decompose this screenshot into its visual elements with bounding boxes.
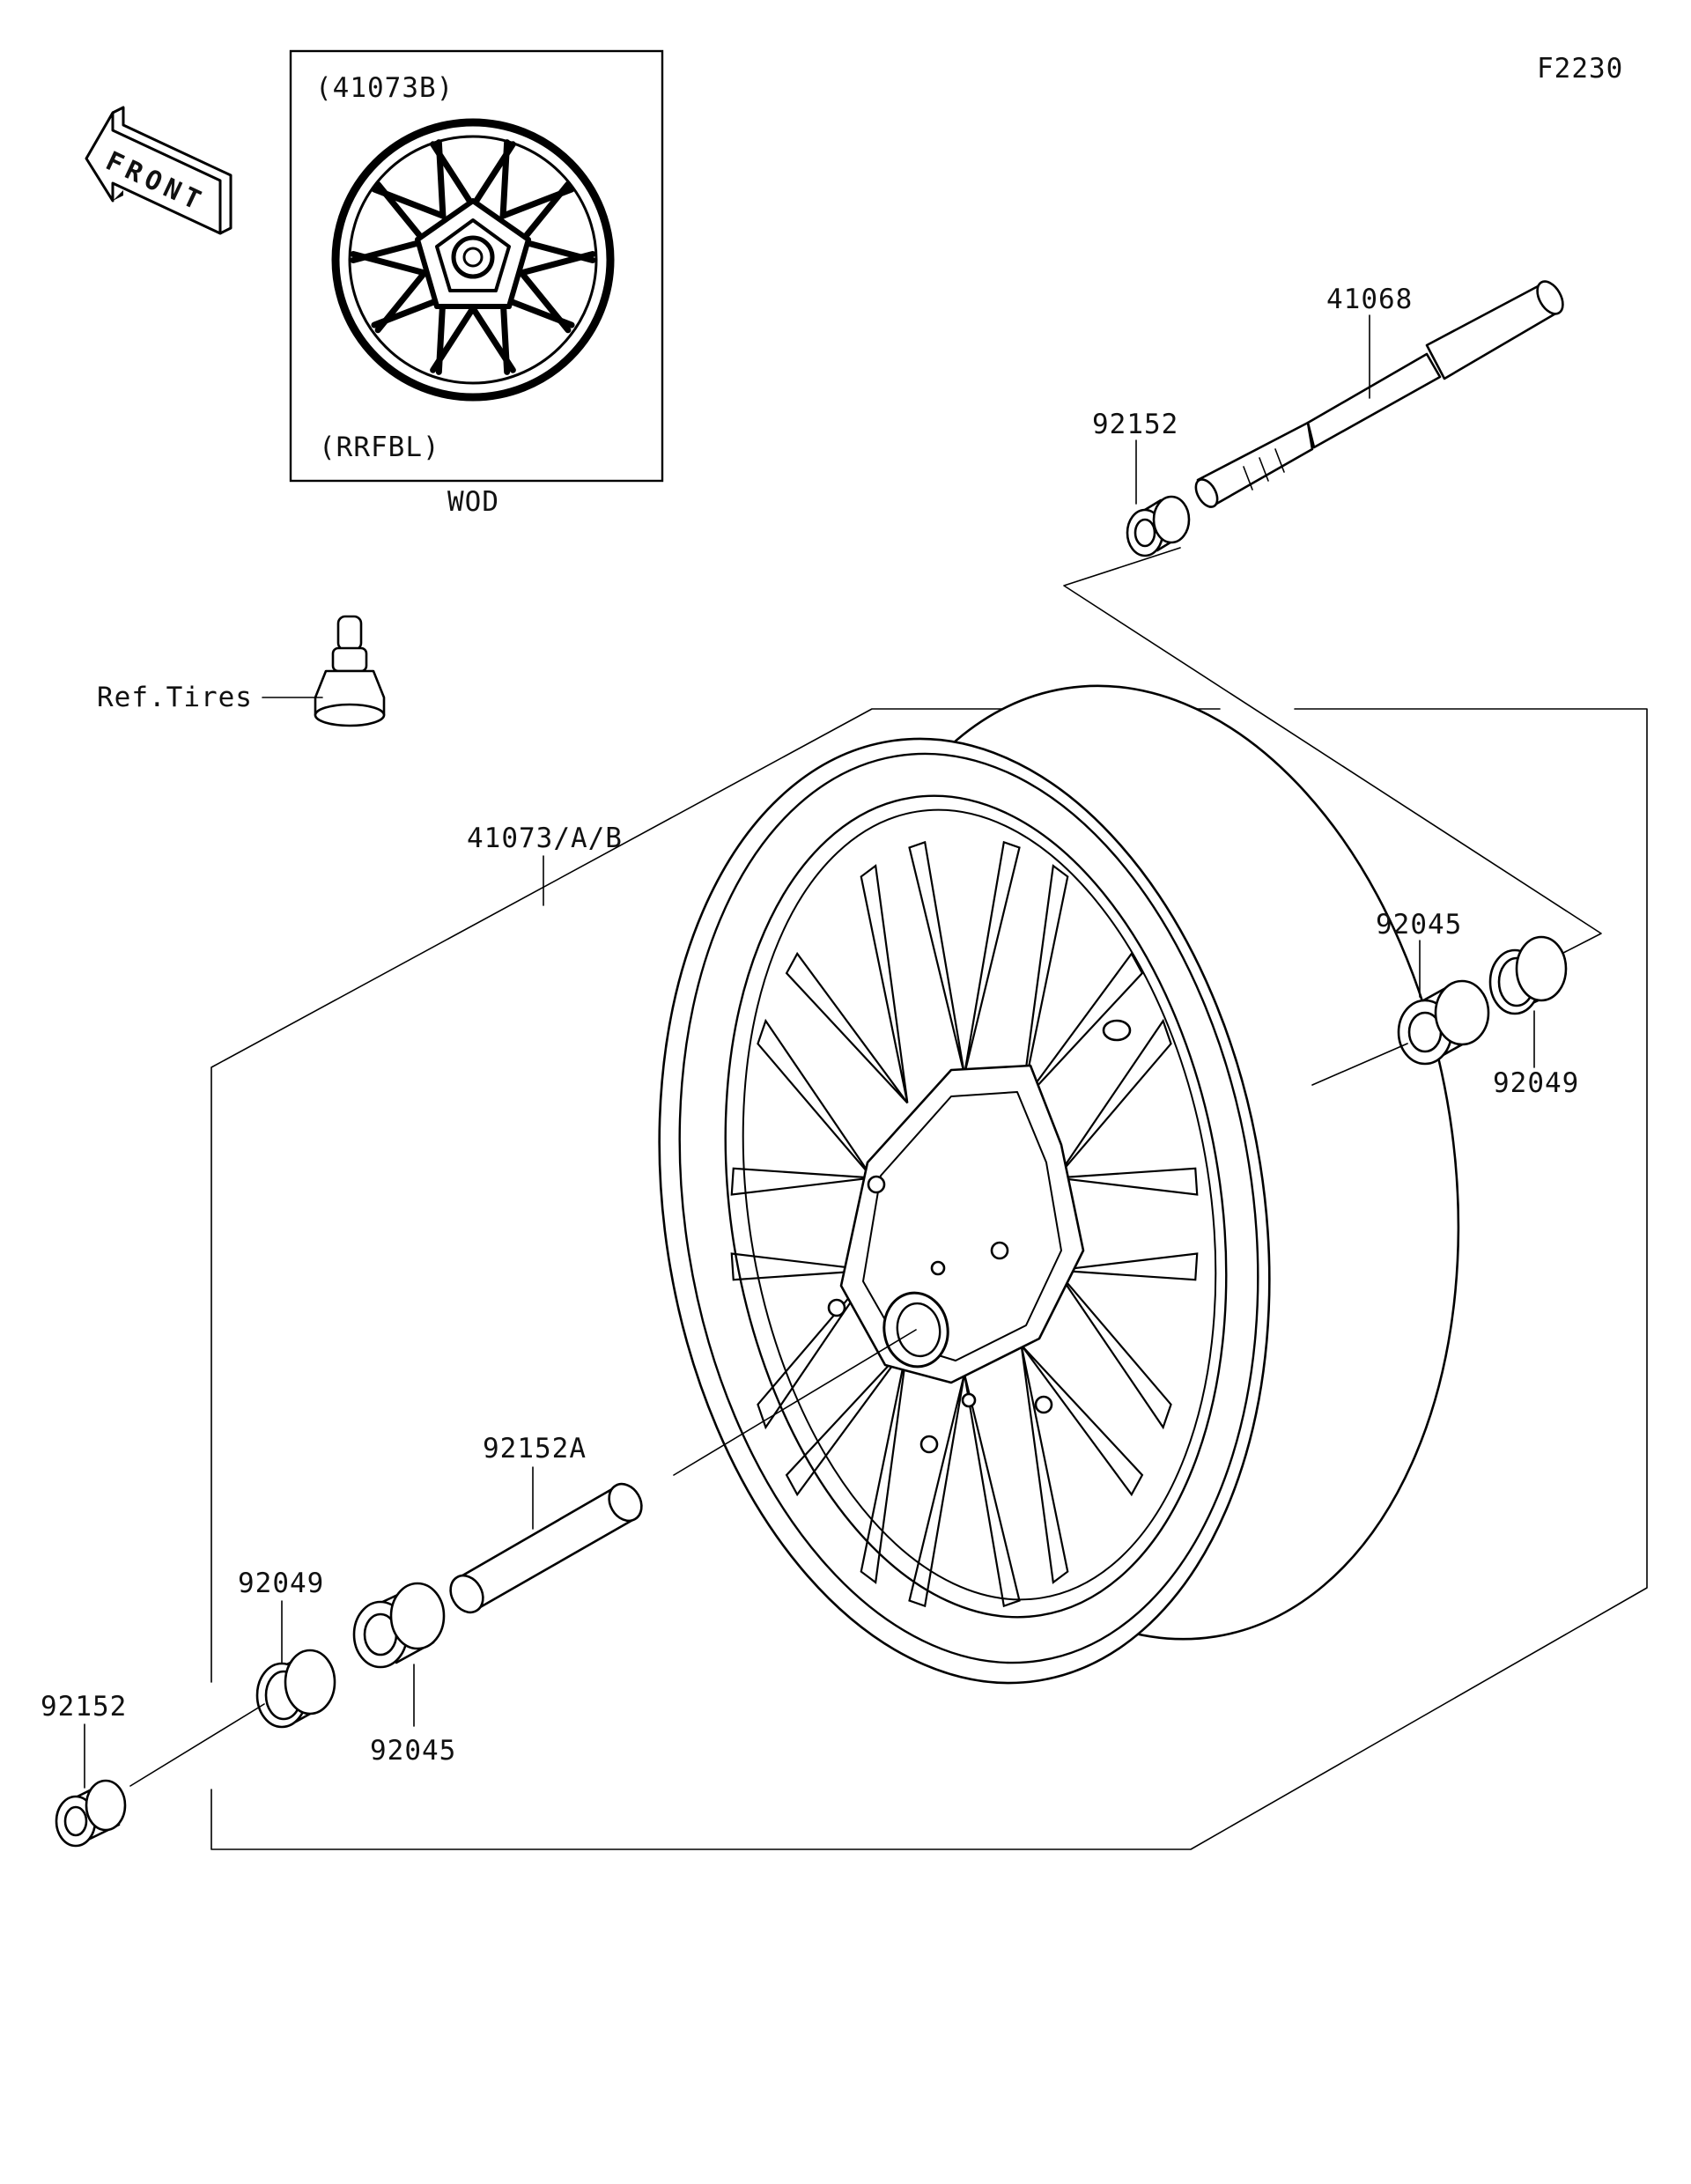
inset-spoke [518,250,596,277]
collar-left-icon [55,1779,127,1848]
collar-left-label: 92152 [41,1691,127,1723]
wheel-spoke [785,951,909,1104]
seal-left-label: 92049 [238,1568,324,1599]
inset-bottom-label: (RRFBL) [319,432,440,463]
hub-center-line [673,1329,917,1476]
inset-caption: WOD [447,486,499,518]
wheel-spoke [1020,1344,1144,1497]
ref-tires-label: Ref.Tires [97,682,253,713]
wheel-spoke [908,1373,966,1608]
wheel-spoke [1056,1252,1199,1281]
wheel-spoke [757,1269,874,1430]
inset-spoke [435,295,447,375]
left-axis-line [129,1703,265,1787]
inset-spoke [435,139,447,219]
wheel-spoke [1056,1167,1199,1196]
spacer-icon [449,1482,643,1614]
inset-spoke [499,139,511,219]
axle-icon [1194,280,1564,508]
seal-left-icon [255,1649,336,1729]
inset-spoke [371,186,447,219]
bearing-right-icon [1397,979,1490,1066]
bearing-right-axis [1311,1043,1408,1086]
bearing-left-label: 92045 [370,1735,456,1767]
inset-top-label: (41073B) [315,72,454,104]
wheel-spoke [1020,864,1069,1103]
bearing-right-label: 92045 [1376,909,1462,941]
wheel-spoke [1020,1345,1069,1584]
wheel-spoke [730,1252,873,1281]
wheel-label: 41073/A/B [467,823,623,854]
inset-spoke [469,305,516,373]
spacer-label: 92152A [483,1433,587,1465]
tire-valve-icon [314,615,386,727]
wheel-spoke [963,840,1021,1075]
seal-right-icon [1488,935,1568,1015]
diagram-code: F2230 [1537,53,1623,85]
front-arrow-icon: FRONT [85,106,233,235]
wheel-spoke [963,1373,1021,1608]
inset-panel: (41073B) (RRFBL) WOD [289,49,664,518]
front-wheel-icon [658,684,1460,1685]
wheel-spoke [1055,1018,1172,1179]
wheel-spoke [860,864,909,1103]
wheel-spoke [757,1018,874,1179]
axle-reference-line [1063,547,1602,954]
axle-label: 41068 [1326,284,1413,315]
inset-spoke [499,295,575,328]
wheel-variant-icon [331,118,615,402]
collar-right-label: 92152 [1092,409,1178,440]
wheel-spoke [860,1345,909,1584]
wheel-spoke [1020,951,1144,1104]
inset-spoke [518,181,572,245]
inset-spoke [374,269,428,334]
wheel-spoke [785,1344,909,1497]
wheel-spoke [1055,1269,1172,1430]
assembly-outline-right [210,708,1648,1850]
collar-right-icon [1126,495,1191,557]
seal-right-label: 92049 [1493,1067,1579,1099]
bearing-left-icon [352,1582,446,1669]
wheel-spoke [908,840,966,1075]
wheel-spoke [730,1167,873,1196]
inset-spoke [350,238,428,264]
